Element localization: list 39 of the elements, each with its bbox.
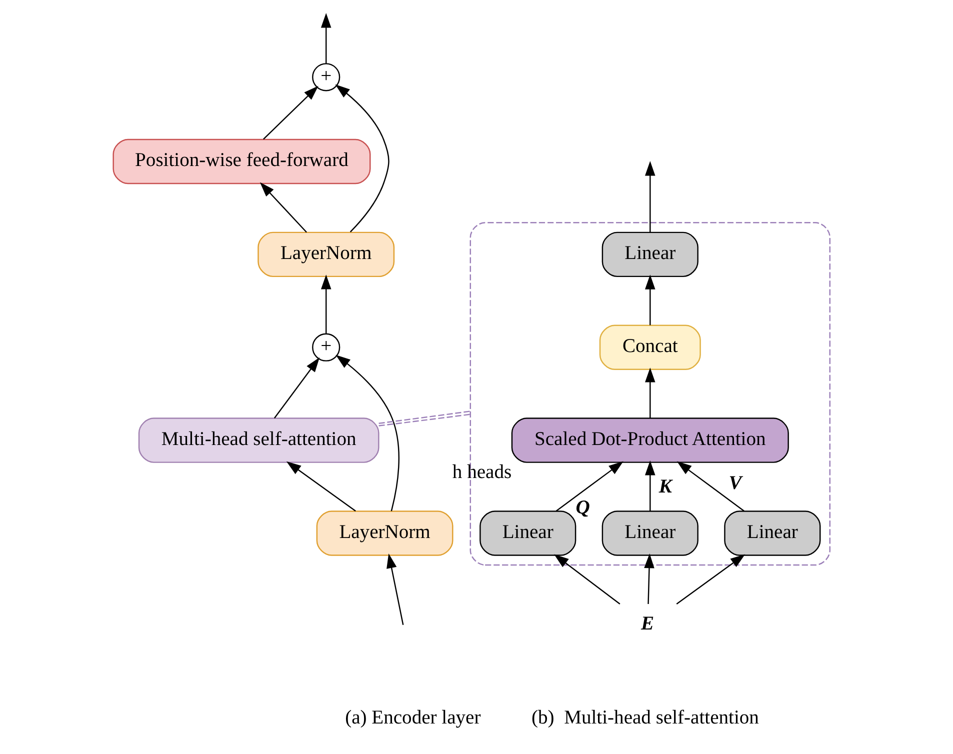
arrow	[556, 460, 624, 512]
label: (b) Multi-head self-attention	[532, 707, 759, 728]
connector	[378, 413, 470, 426]
arrow	[645, 460, 656, 511]
node-box: Scaled Dot-Product Attention	[511, 417, 789, 462]
edge-label: Q	[576, 497, 590, 518]
edge-label: K	[658, 476, 672, 497]
node-box: LayerNorm	[316, 510, 454, 556]
arrow	[554, 554, 620, 604]
arrow	[645, 160, 656, 232]
edge-label: V	[728, 472, 742, 494]
arrow	[645, 367, 656, 418]
arrow	[320, 12, 332, 64]
node-box: LayerNorm	[258, 231, 395, 277]
arrow	[336, 354, 400, 511]
label: (a) Encoder layer	[345, 707, 481, 728]
connector	[378, 410, 470, 424]
node-box: Linear	[602, 510, 698, 556]
arrow	[335, 84, 390, 232]
arrow	[676, 460, 744, 512]
arrow	[274, 356, 320, 418]
arrow	[320, 274, 332, 334]
node-label: h heads	[452, 461, 512, 482]
node-circle: +	[312, 332, 340, 361]
node-box: Linear	[602, 231, 698, 277]
node-text: E	[640, 613, 654, 634]
arrow	[676, 554, 746, 604]
arrow	[386, 553, 404, 624]
arrow	[260, 182, 307, 232]
arrow	[644, 552, 654, 604]
node-box: Linear	[480, 510, 576, 556]
arrow	[263, 85, 318, 140]
node-box: Linear	[724, 510, 821, 556]
node-box: Multi-head self-attention	[138, 417, 380, 462]
arrow	[286, 460, 356, 512]
node-box: Position-wise feed-forward	[112, 138, 371, 184]
arrow	[645, 274, 656, 325]
node-circle: +	[312, 62, 340, 91]
node-box: Concat	[599, 324, 701, 370]
